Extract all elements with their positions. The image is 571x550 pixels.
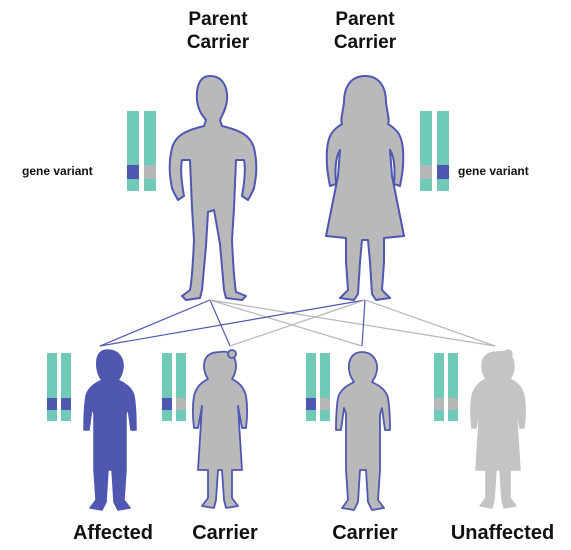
- affected-boy-silhouette-icon: [84, 350, 136, 510]
- line-father-child1: [100, 300, 210, 346]
- inheritance-lines: [100, 300, 495, 346]
- woman-silhouette-icon: [326, 76, 404, 300]
- chromosome-variant-band: [437, 165, 449, 179]
- line-father-child4: [210, 300, 495, 346]
- chromosome-neutral-band: [420, 165, 432, 179]
- parent-2-chromosomes: [420, 111, 449, 191]
- chromosome-neutral-band: [144, 165, 156, 179]
- unaffected-girl-silhouette-icon: [471, 350, 525, 508]
- carrier-boy-silhouette-icon: [336, 352, 390, 510]
- child-3-chromosomes: [306, 353, 330, 421]
- line-mother-child3: [362, 300, 365, 346]
- child-4-chromosomes: [434, 353, 458, 421]
- child-3-label: Carrier: [310, 522, 420, 545]
- line-mother-child4: [365, 300, 495, 346]
- child-2-chromosomes: [162, 353, 186, 421]
- line-father-child2: [210, 300, 230, 346]
- chromosome-variant-band: [127, 165, 139, 179]
- parent-1-chromosomes: [127, 111, 156, 191]
- man-silhouette-icon: [170, 76, 257, 300]
- child-1-label: Affected: [58, 522, 168, 545]
- child-4-label: Unaffected: [440, 522, 565, 545]
- child-2-label: Carrier: [170, 522, 280, 545]
- carrier-girl-silhouette-icon: [193, 350, 247, 508]
- child-1-chromosomes: [47, 353, 71, 421]
